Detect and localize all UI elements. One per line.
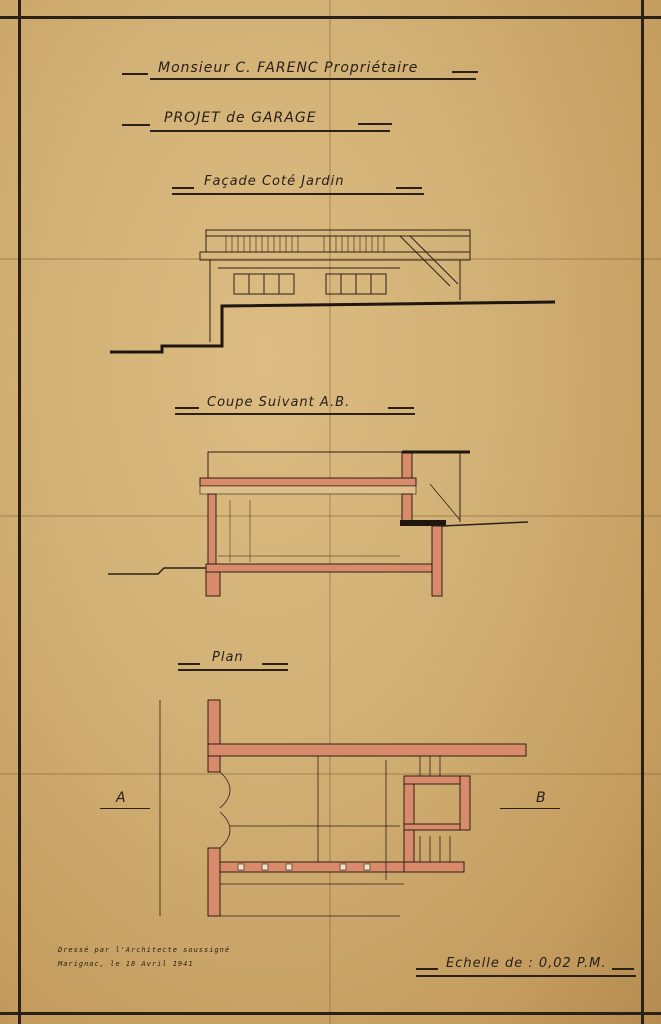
frame-border-top bbox=[0, 16, 661, 19]
title-underline bbox=[172, 193, 424, 195]
fold-line bbox=[0, 258, 661, 260]
signature-line-1: Dressé par l'Architecte soussigné bbox=[58, 946, 231, 954]
fold-line bbox=[329, 0, 331, 1024]
facade-ground-line bbox=[110, 300, 556, 354]
scale-label: Echelle de : 0,02 P.M. bbox=[446, 956, 607, 971]
coupe-title: Coupe Suivant A.B. bbox=[207, 395, 351, 410]
title-underline bbox=[388, 407, 414, 409]
frame-border-right bbox=[641, 0, 644, 1024]
owner-title: Monsieur C. FARENC Propriétaire bbox=[158, 60, 419, 76]
title-underline bbox=[178, 663, 200, 665]
title-underline bbox=[358, 123, 392, 125]
frame-border-bottom bbox=[0, 1012, 661, 1015]
title-underline bbox=[175, 407, 199, 409]
title-underline bbox=[452, 71, 478, 73]
section-line-a bbox=[100, 808, 150, 809]
signature-line-2: Marignac, le 18 Avril 1941 bbox=[58, 960, 194, 968]
section-view bbox=[108, 450, 529, 597]
title-underline bbox=[122, 73, 148, 75]
title-underline bbox=[178, 669, 288, 671]
title-underline bbox=[175, 413, 415, 415]
facade-title: Façade Coté Jardin bbox=[204, 174, 345, 189]
plan-title: Plan bbox=[212, 650, 244, 665]
title-underline bbox=[416, 968, 438, 970]
section-line-b bbox=[500, 808, 560, 809]
section-marker-a: A bbox=[116, 790, 127, 806]
project-title: PROJET de GARAGE bbox=[164, 110, 317, 126]
title-underline bbox=[612, 968, 634, 970]
frame-border-left bbox=[18, 0, 21, 1024]
section-marker-b: B bbox=[536, 790, 547, 806]
fold-line bbox=[0, 515, 661, 517]
title-underline bbox=[150, 78, 476, 80]
facade-elevation bbox=[199, 229, 471, 300]
title-underline bbox=[150, 130, 390, 132]
title-underline bbox=[416, 975, 636, 977]
title-underline bbox=[122, 124, 150, 126]
fold-line bbox=[0, 773, 661, 775]
floor-plan bbox=[159, 699, 527, 917]
title-underline bbox=[172, 187, 194, 189]
title-underline bbox=[396, 187, 422, 189]
title-underline bbox=[262, 663, 288, 665]
